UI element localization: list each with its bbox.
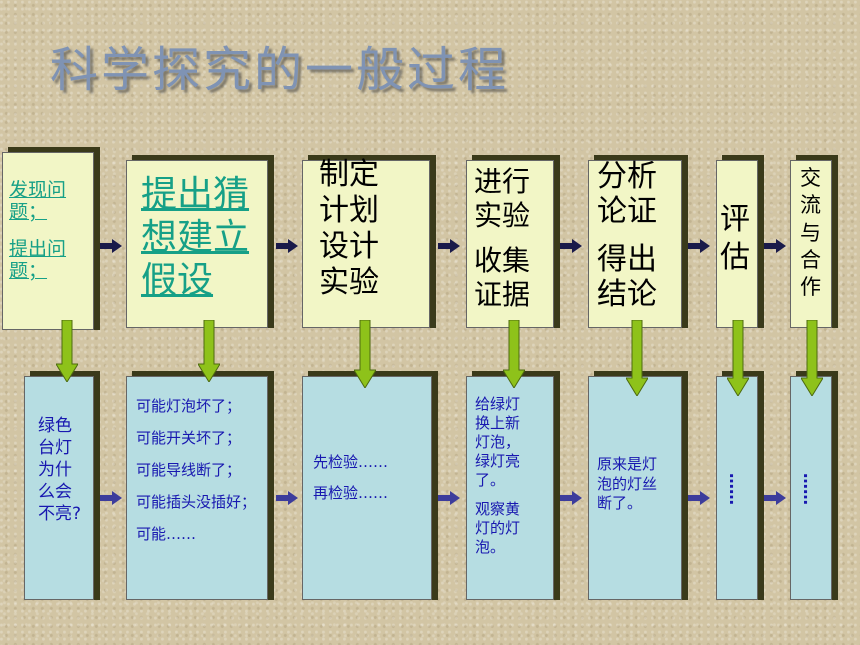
arrow-right-icon	[100, 491, 122, 505]
arrow-right-icon	[560, 491, 582, 505]
arrow-down-icon	[56, 320, 78, 382]
detail-evaluate-ellipsis: ……	[725, 473, 745, 505]
arrow-right-icon	[688, 239, 710, 253]
arrow-right-icon	[276, 239, 298, 253]
arrow-down-icon	[626, 320, 648, 396]
step-question-text[interactable]: 发现问 题； 提出问 题；	[9, 179, 67, 283]
step-analysis-text: 分析 论证 得出 结论	[597, 159, 657, 313]
arrow-right-icon	[276, 491, 298, 505]
detail-box-hypothesis: 可能灯泡坏了； 可能开关坏了； 可能导线断了； 可能插头没插好； 可能……	[126, 376, 268, 600]
detail-analysis-text: 原来是灯 泡的灯丝 断了。	[597, 455, 658, 512]
step-communicate-text: 交 流 与 合 作	[800, 166, 821, 300]
step-box-question: 发现问 题； 提出问 题；	[2, 152, 94, 330]
detail-experiment-text: 给绿灯 换上新 灯泡， 绿灯亮 了。 观察黄 灯的灯 泡。	[475, 395, 521, 557]
step-hypothesis-text[interactable]: 提出猜 想建立 假设	[141, 174, 250, 302]
detail-question-text: 绿色 台灯 为什 么会 不亮?	[38, 416, 82, 525]
step-plan-text: 制定 计划 设计 实验	[319, 157, 379, 300]
arrow-down-icon	[354, 320, 376, 388]
detail-box-communicate: ……	[790, 376, 832, 600]
step-box-communicate: 交 流 与 合 作	[790, 160, 832, 328]
arrow-right-icon	[438, 239, 460, 253]
arrow-down-icon	[727, 320, 749, 396]
arrow-down-icon	[198, 320, 220, 382]
arrow-right-icon	[764, 239, 786, 253]
detail-box-plan: 先检验…… 再检验……	[302, 376, 432, 600]
arrow-right-icon	[764, 491, 786, 505]
detail-communicate-ellipsis: ……	[799, 473, 819, 505]
detail-box-evaluate: ……	[716, 376, 758, 600]
step-box-hypothesis: 提出猜 想建立 假设	[126, 160, 268, 328]
step-evaluate-text: 评 估	[720, 202, 750, 275]
arrow-right-icon	[560, 239, 582, 253]
page-title: 科学探究的一般过程	[50, 42, 510, 98]
step-box-plan: 制定 计划 设计 实验	[302, 157, 430, 328]
step-box-evaluate: 评 估	[716, 160, 758, 328]
arrow-down-icon	[503, 320, 525, 388]
arrow-right-icon	[688, 491, 710, 505]
detail-plan-text: 先检验…… 再检验……	[313, 453, 389, 502]
step-box-analysis: 分析 论证 得出 结论	[588, 159, 682, 328]
step-box-experiment: 进行 实验 收集 证据	[466, 160, 554, 328]
arrow-right-icon	[438, 491, 460, 505]
detail-hypothesis-text: 可能灯泡坏了； 可能开关坏了； 可能导线断了； 可能插头没插好； 可能……	[136, 397, 257, 543]
step-experiment-text: 进行 实验 收集 证据	[474, 165, 531, 311]
detail-box-question: 绿色 台灯 为什 么会 不亮?	[24, 376, 94, 600]
arrow-down-icon	[801, 320, 823, 396]
detail-box-experiment: 给绿灯 换上新 灯泡， 绿灯亮 了。 观察黄 灯的灯 泡。	[466, 376, 554, 600]
arrow-right-icon	[100, 239, 122, 253]
detail-box-analysis: 原来是灯 泡的灯丝 断了。	[588, 376, 682, 600]
